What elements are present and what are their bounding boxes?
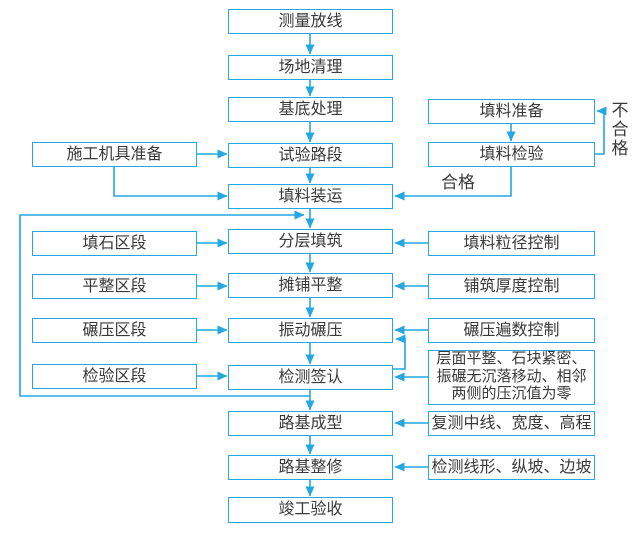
node-completion-acceptance: 竣工验收: [228, 497, 393, 523]
node-subgrade-trimming: 路基整修: [228, 455, 393, 480]
node-particle-size-control: 填料粒径控制: [428, 231, 595, 256]
node-alignment-check: 检测线形、纵坡、边坡: [428, 455, 595, 480]
pass-label: 合格: [441, 173, 475, 192]
criteria-line-3: 两侧的压沉值为零: [451, 386, 572, 403]
node-rolling-section: 碾压区段: [32, 318, 197, 343]
node-vibration-rolling: 振动碾压: [228, 318, 393, 343]
node-fill-inspection: 填料检验: [428, 142, 595, 167]
edge-loop-next-layer-to-layered-filling: [19, 210, 310, 397]
node-subgrade-forming: 路基成型: [228, 411, 393, 436]
edge-loop-inspection-to-vibration: [393, 334, 406, 370]
node-leveling-section: 平整区段: [32, 274, 197, 299]
node-layered-filling: 分层填筑: [228, 229, 393, 254]
criteria-line-2: 振碾无沉落移动、相邻: [436, 368, 587, 385]
node-remeasure-check: 复测中线、宽度、高程: [428, 411, 595, 436]
node-inspection-signoff: 检测签认: [228, 365, 393, 390]
node-thickness-control: 铺筑厚度控制: [428, 274, 595, 299]
node-acceptance-criteria: 层面平整、石块紧密、 振碾无沉落移动、相邻 两侧的压沉值为零: [428, 350, 595, 405]
criteria-line-1: 层面平整、石块紧密、: [436, 351, 587, 368]
fail-label: 不合格: [608, 101, 628, 158]
edge-fail-loop-inspection-to-prep: [595, 106, 607, 155]
node-rock-fill-section: 填石区段: [32, 231, 197, 256]
node-equipment-prep: 施工机具准备: [32, 142, 197, 167]
node-test-section: 试验路段: [228, 143, 393, 168]
node-rolling-passes-control: 碾压遍数控制: [428, 318, 595, 343]
node-site-clearing: 场地清理: [228, 55, 393, 80]
node-inspection-section: 检验区段: [32, 364, 197, 389]
node-survey: 测量放线: [228, 9, 393, 34]
node-fill-preparation: 填料准备: [428, 99, 595, 124]
node-paving-leveling: 摊铺平整: [228, 273, 393, 298]
node-fill-loading: 填料装运: [228, 184, 393, 209]
edge-equipment-prep-to-fill-loading: [113, 167, 228, 201]
node-base-treatment: 基底处理: [228, 97, 393, 122]
edge-pass-to-fill-loading: [394, 167, 512, 201]
